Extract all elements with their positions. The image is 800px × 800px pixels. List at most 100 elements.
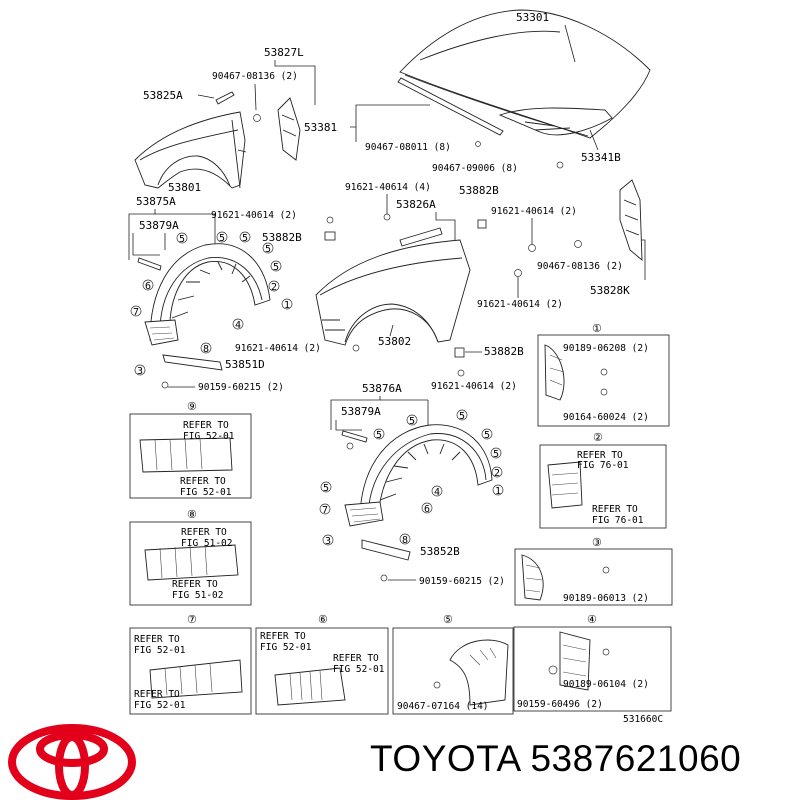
- label-strip-l: 53851D: [225, 358, 265, 371]
- svg-text:REFER TO: REFER TO: [172, 579, 218, 590]
- svg-text:⑨: ⑨: [187, 400, 197, 413]
- svg-text:REFER TO: REFER TO: [180, 476, 226, 487]
- detail-box-9: ⑨ REFER TO FIG 52-01 REFER TO FIG 52-01: [129, 400, 252, 499]
- svg-text:FIG 51-02: FIG 51-02: [172, 590, 223, 601]
- toyota-logo: [8, 724, 136, 800]
- label-clip-r-top: 90467-08136 (2): [537, 261, 623, 272]
- svg-text:7: 7: [322, 505, 328, 516]
- label-bracket-l: 53882B: [262, 231, 302, 244]
- svg-text:FIG 76-01: FIG 76-01: [577, 460, 629, 471]
- svg-text:6: 6: [424, 504, 430, 515]
- fender-r-part: [315, 239, 471, 346]
- svg-text:5: 5: [493, 449, 499, 460]
- svg-text:REFER TO: REFER TO: [181, 527, 227, 538]
- svg-text:FIG 52-01: FIG 52-01: [333, 664, 385, 675]
- svg-text:1: 1: [495, 486, 501, 497]
- label-fender-mold-a: 53825A: [143, 89, 183, 102]
- liner-r-part: [344, 424, 493, 527]
- svg-text:90159-60496 (2): 90159-60496 (2): [517, 699, 603, 710]
- svg-text:3: 3: [325, 536, 331, 547]
- svg-text:④: ④: [587, 613, 597, 626]
- svg-text:⑧: ⑧: [187, 508, 197, 521]
- svg-text:5: 5: [323, 483, 329, 494]
- svg-text:③: ③: [592, 536, 602, 549]
- diagram-code: 531660C: [623, 714, 663, 725]
- detail-box-5: ⑤ 90467-07164 (14): [392, 613, 514, 715]
- svg-text:90164-60024 (2): 90164-60024 (2): [563, 412, 649, 423]
- label-shield-l: 53879A: [139, 219, 179, 232]
- svg-text:⑦: ⑦: [187, 613, 197, 626]
- svg-text:②: ②: [593, 431, 603, 444]
- label-bracket-r2: 53882B: [484, 345, 524, 358]
- label-shield-r: 53879A: [341, 405, 381, 418]
- svg-text:REFER TO: REFER TO: [333, 653, 379, 664]
- part-number: 5387621060: [530, 738, 742, 779]
- svg-text:5: 5: [179, 234, 185, 245]
- svg-text:⑤: ⑤: [443, 613, 453, 626]
- svg-text:FIG 52-01: FIG 52-01: [260, 642, 312, 653]
- detail-box-8: ⑧ REFER TO FIG 51-02 REFER TO FIG 51-02: [129, 508, 252, 606]
- svg-text:8: 8: [402, 535, 408, 546]
- svg-text:5: 5: [219, 233, 225, 244]
- svg-text:90189-06104 (2): 90189-06104 (2): [563, 679, 649, 690]
- label-fender-r: 53802: [378, 335, 411, 348]
- detail-box-3: ③ 90189-06013 (2): [514, 536, 673, 606]
- svg-text:90189-06208 (2): 90189-06208 (2): [563, 343, 649, 354]
- label-screw-r: 90159-60215 (2): [419, 576, 505, 587]
- svg-text:REFER TO: REFER TO: [134, 689, 180, 700]
- detail-box-2: ② REFER TO FIG 76-01 REFER TO FIG 76-01: [539, 431, 667, 529]
- svg-text:FIG 52-01: FIG 52-01: [134, 645, 186, 656]
- svg-text:5: 5: [242, 233, 248, 244]
- label-bolt-l2: 91621-40614 (2): [235, 343, 321, 354]
- label-bolt-l1: 91621-40614 (2): [211, 210, 297, 221]
- svg-text:5: 5: [409, 416, 415, 427]
- label-bolt-r3: 91621-40614 (2): [477, 299, 563, 310]
- detail-box-6: ⑥ REFER TO FIG 52-01 REFER TO FIG 52-01: [255, 613, 389, 715]
- label-hood-clip-b: 90467-09006 (8): [432, 163, 518, 174]
- svg-text:5: 5: [484, 430, 490, 441]
- svg-text:4: 4: [434, 487, 440, 498]
- svg-text:7: 7: [133, 307, 139, 318]
- hood-part: [399, 9, 651, 139]
- svg-text:3: 3: [137, 366, 143, 377]
- svg-text:8: 8: [203, 344, 209, 355]
- svg-text:REFER TO: REFER TO: [260, 631, 306, 642]
- liner-l-part: [144, 243, 271, 346]
- label-screw-l: 90159-60215 (2): [198, 382, 284, 393]
- label-fender-seal-r: 53828K: [590, 284, 630, 297]
- svg-text:2: 2: [494, 468, 500, 479]
- svg-text:5: 5: [273, 262, 279, 273]
- svg-text:5: 5: [376, 430, 382, 441]
- svg-text:5: 5: [459, 411, 465, 422]
- label-hood-lower: 53341B: [581, 151, 621, 164]
- brand-name: TOYOTA: [370, 738, 520, 779]
- label-fender-l: 53801: [168, 181, 201, 194]
- svg-text:FIG 51-02: FIG 51-02: [181, 538, 232, 549]
- label-liner-l: 53875A: [136, 195, 176, 208]
- detail-box-7: ⑦ REFER TO FIG 52-01 REFER TO FIG 52-01: [129, 613, 252, 715]
- svg-text:6: 6: [145, 281, 151, 292]
- svg-text:①: ①: [592, 322, 602, 335]
- svg-text:4: 4: [235, 320, 241, 331]
- label-clip-l-top: 90467-08136 (2): [212, 71, 298, 82]
- detail-box-4: ④ 90189-06104 (2) 90159-60496 (2): [513, 613, 672, 712]
- label-bolt-r2: 91621-40614 (2): [491, 206, 577, 217]
- label-fender-mold-r: 53826A: [396, 198, 436, 211]
- svg-text:⑥: ⑥: [318, 613, 328, 626]
- label-hood-seal: 53381: [304, 121, 337, 134]
- svg-text:90189-06013 (2): 90189-06013 (2): [563, 593, 649, 604]
- label-hood-clip-a: 90467-08011 (8): [365, 142, 451, 153]
- svg-text:90467-07164 (14): 90467-07164 (14): [397, 701, 489, 712]
- svg-text:FIG 52-01: FIG 52-01: [180, 487, 232, 498]
- label-fender-seal-l: 53827L: [264, 46, 304, 59]
- svg-text:FIG 52-01: FIG 52-01: [183, 431, 235, 442]
- label-bolt-r4: 91621-40614 (2): [431, 381, 517, 392]
- label-bracket-r1: 53882B: [459, 184, 499, 197]
- svg-text:REFER TO: REFER TO: [134, 634, 180, 645]
- label-bolt-r1: 91621-40614 (4): [345, 182, 431, 193]
- label-strip-r: 53852B: [420, 545, 460, 558]
- svg-text:1: 1: [284, 300, 290, 311]
- svg-text:2: 2: [271, 282, 277, 293]
- svg-text:REFER TO: REFER TO: [577, 450, 623, 461]
